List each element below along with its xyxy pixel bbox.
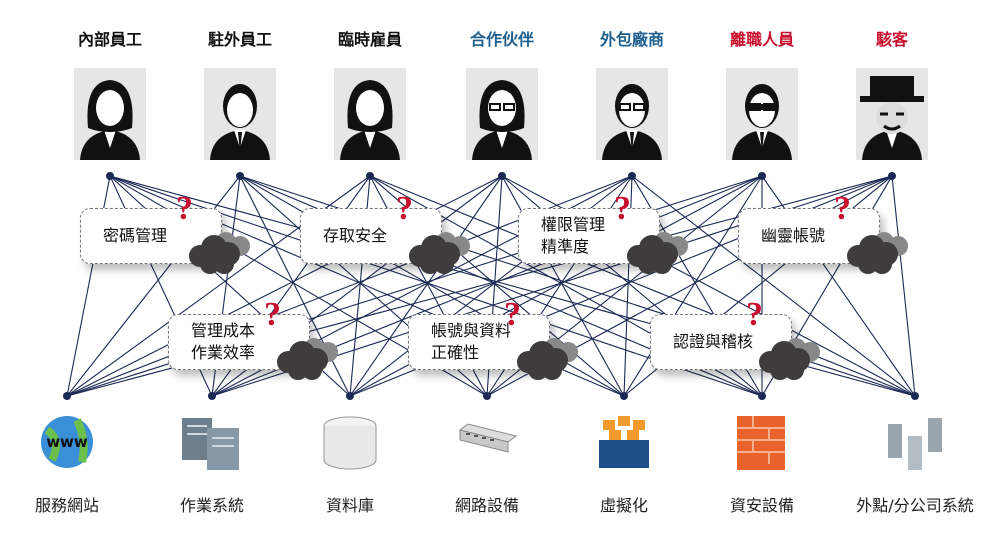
firewall-icon	[737, 416, 785, 470]
user-label: 臨時雇員	[337, 30, 402, 49]
user-label: 外包廠商	[599, 30, 664, 49]
storm-cloud-icon	[847, 232, 908, 274]
storm-cloud-icon	[759, 338, 820, 380]
woman-icon	[74, 68, 146, 160]
resource-label: 資料庫	[325, 496, 374, 515]
question-mark: ?	[504, 296, 521, 333]
man-icon	[204, 68, 276, 160]
issue-label: 幽靈帳號	[761, 226, 826, 245]
user-node	[628, 172, 636, 180]
question-mark: ?	[834, 190, 851, 227]
user-node	[106, 172, 114, 180]
question-mark: ?	[746, 296, 763, 333]
resource-node	[63, 392, 71, 400]
connection-line	[369, 175, 916, 397]
resource-node	[758, 392, 766, 400]
connection-line	[631, 175, 916, 397]
storm-cloud-icon	[627, 232, 688, 274]
branch-servers-icon	[888, 418, 942, 470]
question-mark: ?	[396, 190, 413, 227]
connection-line	[891, 175, 916, 397]
user-node	[236, 172, 244, 180]
resource-label: 網路設備	[454, 496, 519, 515]
network-switch-icon	[458, 423, 518, 453]
user-node	[758, 172, 766, 180]
man-glasses-icon	[596, 68, 668, 160]
svg-text:www: www	[46, 433, 88, 451]
resource-label: 服務網站	[34, 496, 99, 515]
resource-label: 資安設備	[729, 496, 794, 515]
storm-cloud-icon	[277, 338, 338, 380]
user-node	[498, 172, 506, 180]
storm-cloud-icon	[189, 232, 250, 274]
resource-label: 作業系統	[179, 496, 244, 515]
resource-node	[911, 392, 919, 400]
issue-label: 密碼管理	[103, 226, 168, 245]
woman-icon	[334, 68, 406, 160]
resource-node	[620, 392, 628, 400]
user-label: 駐外員工	[207, 30, 272, 49]
issue-label: 帳號與資料 正確性	[431, 321, 512, 362]
virtualization-icon	[599, 416, 649, 468]
issue-label: 管理成本 作業效率	[191, 321, 256, 362]
resource-node	[208, 392, 216, 400]
question-mark: ?	[176, 190, 193, 227]
issue-label: 認證與稽核	[673, 332, 754, 351]
question-mark: ?	[614, 190, 631, 227]
man-sunglasses-icon	[726, 68, 798, 160]
issue-label: 存取安全	[323, 226, 388, 245]
database-icon	[323, 416, 377, 470]
user-node	[366, 172, 374, 180]
storm-cloud-icon	[409, 232, 470, 274]
resource-node	[483, 392, 491, 400]
user-label: 駭客	[875, 30, 908, 49]
question-mark: ?	[264, 296, 281, 333]
woman-glasses-icon	[466, 68, 538, 160]
globe-www-icon: www	[41, 416, 93, 468]
issue-box: 帳號與資料 正確性	[408, 314, 550, 370]
resource-label: 外點/分公司系統	[856, 496, 974, 515]
hacker-icon	[856, 68, 928, 160]
issue-label: 權限管理 精準度	[541, 215, 606, 256]
storm-cloud-icon	[517, 338, 578, 380]
user-label: 內部員工	[77, 30, 142, 49]
server-icon	[182, 418, 239, 470]
resource-label: 虛擬化	[599, 496, 648, 515]
user-label: 離職人員	[729, 30, 794, 49]
resource-node	[346, 392, 354, 400]
connection-line	[349, 175, 503, 397]
user-label: 合作伙伴	[469, 30, 534, 49]
user-node	[888, 172, 896, 180]
